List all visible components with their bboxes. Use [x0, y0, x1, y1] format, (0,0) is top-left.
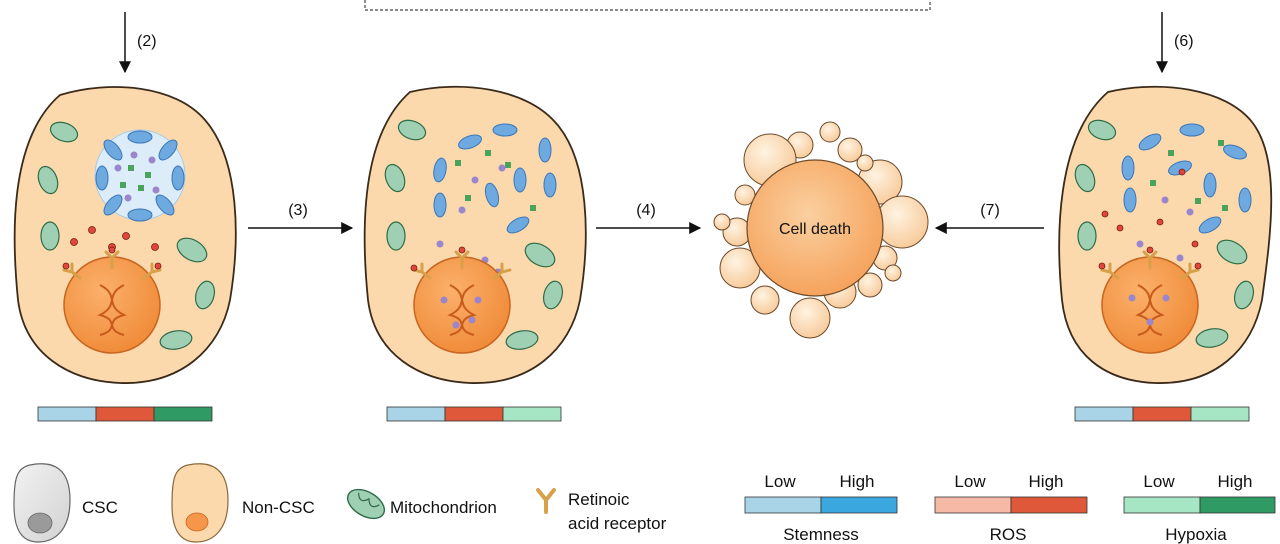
- ros-dots: [70, 226, 159, 251]
- stemness-name: Stemness: [783, 525, 859, 544]
- dying-cell-body: [746, 159, 884, 297]
- mitochondria: [37, 121, 216, 350]
- mitochondrion-icon: [346, 488, 386, 520]
- cell-right: [1058, 85, 1273, 422]
- cell-left: [13, 86, 237, 422]
- ros-high-label: High: [1029, 472, 1064, 491]
- scale-ros: Low High ROS: [934, 472, 1088, 544]
- scale-hypoxia: Low High Hypoxia: [1123, 472, 1276, 544]
- stemness-low-label: Low: [764, 472, 796, 491]
- status-bar-middle: [386, 406, 562, 422]
- nucleus: [63, 256, 161, 354]
- vesicle-cluster: [94, 129, 186, 222]
- legend-receptor-line2: acid receptor: [568, 514, 667, 533]
- legend-receptor-line1: Retinoic: [568, 490, 630, 509]
- ros-low-label: Low: [954, 472, 986, 491]
- legend-csc-label: CSC: [82, 498, 118, 517]
- legend-non-csc-label: Non-CSC: [242, 498, 315, 517]
- hypoxia-low-label: Low: [1143, 472, 1175, 491]
- step-6-label: (6): [1174, 33, 1194, 50]
- dispersed-vesicles: [433, 123, 557, 234]
- step-4-label: (4): [636, 202, 656, 219]
- legend-mitochondrion-label: Mitochondrion: [390, 498, 497, 517]
- step-3-label: (3): [288, 202, 308, 219]
- scale-stemness: Low High Stemness: [744, 472, 898, 544]
- status-bar-right: [1074, 406, 1250, 422]
- cell-death-label: Cell death: [779, 221, 851, 238]
- status-bar-left: [37, 406, 213, 422]
- top-frame: [364, 0, 931, 11]
- legend: CSC Non-CSC Mitochondrion Retinoic acid …: [13, 463, 1276, 544]
- hypoxia-name: Hypoxia: [1165, 525, 1227, 544]
- ros-name: ROS: [990, 525, 1027, 544]
- retinoic-acid-receptors: [62, 250, 162, 280]
- step-2-label: (2): [137, 33, 157, 50]
- dna-icon: [97, 284, 127, 336]
- step-7-label: (7): [980, 202, 1000, 219]
- cell-middle: [363, 85, 587, 422]
- receptor-icon: [536, 488, 556, 514]
- stemness-high-label: High: [840, 472, 875, 491]
- arrows: [119, 12, 1168, 234]
- cell-death: Cell death: [713, 121, 929, 339]
- hypoxia-high-label: High: [1218, 472, 1253, 491]
